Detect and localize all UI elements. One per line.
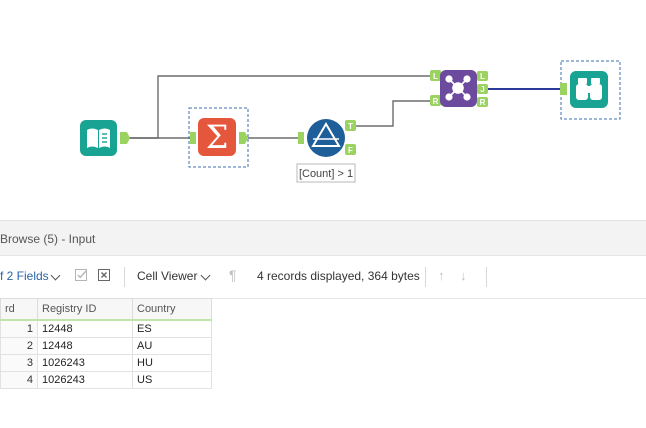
svg-text:J: J [480,85,484,94]
summarize-output-anchor[interactable] [239,132,248,144]
table-row[interactable]: 3 1026243 HU [0,354,212,372]
join-left-output-anchor[interactable] [477,71,488,81]
toolbar-separator [124,267,125,287]
join-left-input-anchor[interactable] [430,70,441,81]
svg-text:R: R [480,98,486,107]
cell-viewer-dropdown[interactable]: Cell Viewer [137,269,198,283]
input-output-anchor[interactable] [120,132,130,144]
records-info: 4 records displayed, 364 bytes [257,269,420,283]
record-number: 3 [0,354,38,372]
results-panel-header: Browse (5) - Input [0,220,646,255]
svg-text:[Count] > 1: [Count] > 1 [299,168,353,180]
input-data-tool[interactable] [80,120,130,156]
table-row[interactable]: 4 1026243 US [0,371,212,389]
arrow-up-icon[interactable]: ↑ [438,268,445,283]
check-box-icon[interactable] [75,269,87,281]
join-right-input-anchor[interactable] [430,95,441,106]
column-header-country[interactable]: Country [132,298,212,321]
toolbar-separator [425,267,426,287]
results-grid: rd Registry ID Country 1 12448 ES 2 1244… [0,298,212,389]
panel-title: Browse (5) - Input [0,232,96,246]
clear-box-icon[interactable] [98,269,110,281]
svg-text:R: R [433,97,439,106]
filter-input-anchor[interactable] [298,132,304,144]
connection-filter-true-to-join-right[interactable] [355,100,432,127]
record-number: 1 [0,319,38,338]
column-header-record[interactable]: rd [0,298,38,321]
browse-tool[interactable] [560,60,621,120]
summarize-tool[interactable]: Σ [188,107,249,168]
workflow-canvas[interactable]: Σ T F [Count] > 1 L R [0,0,646,220]
results-table: rd Registry ID Country 1 12448 ES 2 1244… [0,298,212,389]
fields-dropdown[interactable]: f 2 Fields [0,269,49,283]
table-header-row: rd Registry ID Country [0,298,212,321]
results-toolbar: f 2 Fields Cell Viewer ¶ 4 records displ… [0,255,646,299]
pilcrow-icon[interactable]: ¶ [229,267,237,283]
registry-id-cell[interactable]: 12448 [37,337,133,355]
join-tool[interactable]: L R L J R [430,70,488,107]
workflow-diagram: Σ T F [Count] > 1 L R [80,60,621,183]
sigma-icon: Σ [206,118,229,156]
svg-text:F: F [348,146,353,155]
svg-text:L: L [480,72,485,81]
toolbar-separator [486,267,487,287]
filter-true-anchor[interactable] [345,120,356,131]
record-number: 2 [0,337,38,355]
chevron-down-icon[interactable] [50,270,61,281]
binoculars-icon [576,78,602,100]
chevron-down-icon[interactable] [200,270,211,281]
registry-id-cell[interactable]: 1026243 [37,371,133,389]
selection-box [188,107,249,168]
connection-input-to-join-left[interactable] [129,75,432,139]
arrow-down-icon[interactable]: ↓ [460,268,467,283]
registry-id-cell[interactable]: 1026243 [37,354,133,372]
join-joined-output-anchor[interactable] [477,84,488,94]
filter-icon [311,122,341,147]
filter-false-anchor[interactable] [345,144,356,155]
registry-id-cell[interactable]: 12448 [37,319,133,338]
book-icon [87,128,110,148]
country-cell[interactable]: US [132,371,212,389]
join-right-output-anchor[interactable] [477,97,488,107]
country-cell[interactable]: AU [132,337,212,355]
filter-tool[interactable]: T F [298,119,356,157]
join-icon [445,75,471,101]
country-cell[interactable]: HU [132,354,212,372]
summarize-input-anchor[interactable] [190,132,196,144]
table-row[interactable]: 2 12448 AU [0,337,212,355]
svg-text:L: L [433,72,438,81]
filter-annotation: [Count] > 1 [296,163,356,183]
table-row[interactable]: 1 12448 ES [0,319,212,338]
svg-text:T: T [348,122,353,131]
country-cell[interactable]: ES [132,319,212,338]
record-number: 4 [0,371,38,389]
browse-input-anchor[interactable] [560,83,567,95]
column-header-registry-id[interactable]: Registry ID [37,298,133,321]
